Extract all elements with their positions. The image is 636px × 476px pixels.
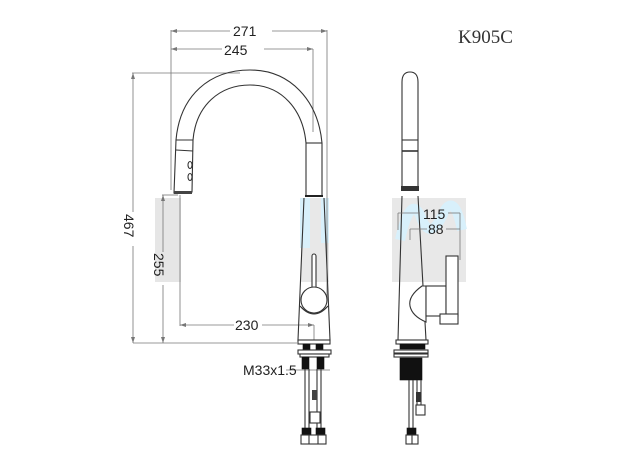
faucet-front-view: M33x1.5 <box>173 69 332 445</box>
dim-handle-offset: 88 <box>428 221 444 237</box>
dim-spout-clearance: 255 <box>151 253 167 277</box>
dim-overall-reach: 271 <box>233 23 257 39</box>
side-dimensions: 115 88 <box>397 206 461 260</box>
dim-handle-projection: 115 <box>423 206 446 222</box>
faucet-side-view: 115 88 <box>393 71 461 445</box>
model-label: K905C <box>458 27 513 48</box>
front-dimensions: 271 245 467 255 230 <box>121 23 328 344</box>
dim-spout-reach: 245 <box>224 42 248 58</box>
thread-label: M33x1.5 <box>243 362 297 378</box>
dim-overall-height: 467 <box>121 214 137 238</box>
dim-spout-center: 230 <box>235 317 259 333</box>
